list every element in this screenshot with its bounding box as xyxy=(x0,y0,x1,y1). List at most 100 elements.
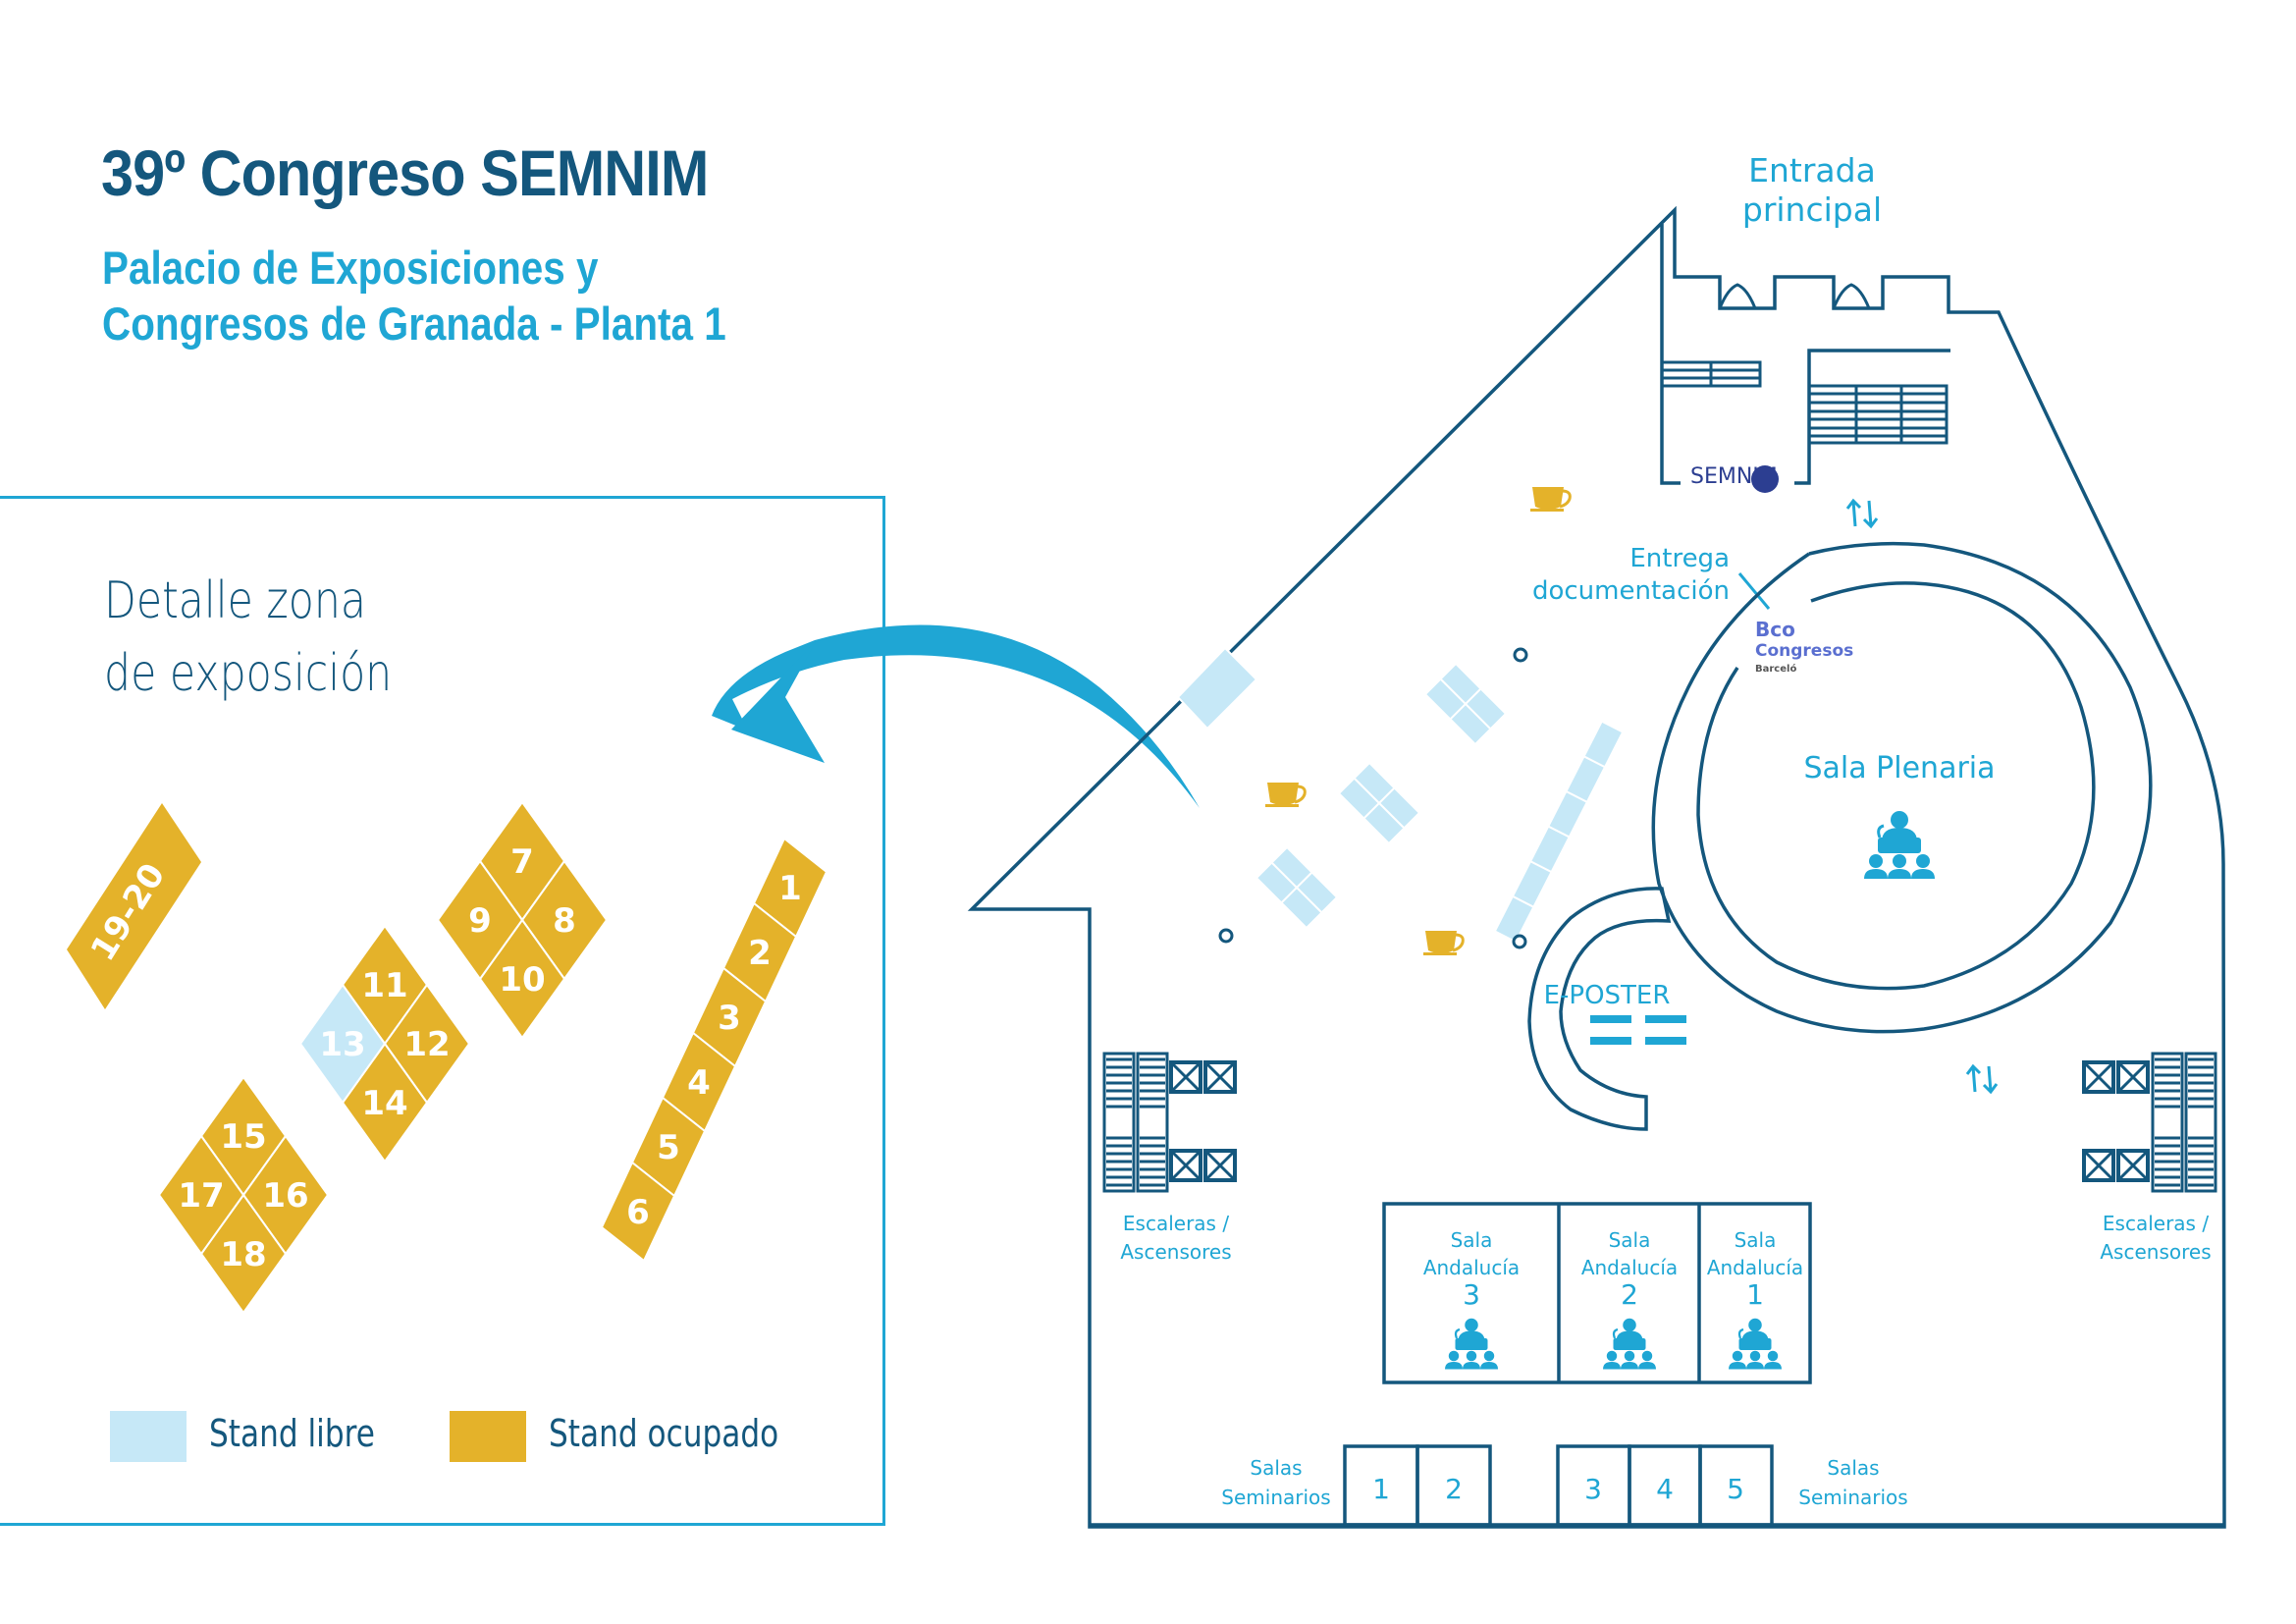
elevator-icon xyxy=(1169,1060,1202,1094)
stand-label: 6 xyxy=(626,1193,650,1232)
registration-label-line-2: documentación xyxy=(1532,576,1730,606)
andalucia-room-number: 2 xyxy=(1621,1278,1638,1311)
seminar-label-right-line-2: Seminarios xyxy=(1798,1486,1907,1509)
detail-title-line-2: de exposición xyxy=(104,644,393,703)
entrance-stairs xyxy=(1660,360,1949,445)
bco-congresos-logo: Bco Congresos Barceló xyxy=(1755,618,1853,675)
stand-label: 2 xyxy=(748,934,772,973)
exhibition-detail-panel xyxy=(0,496,885,1526)
seminar-room-number: 3 xyxy=(1584,1473,1602,1505)
stairs-left-label-line-1: Escaleras / xyxy=(1123,1212,1229,1235)
left-stair-treads xyxy=(1106,1057,1165,1187)
andalucia-room-label: Sala xyxy=(1609,1228,1651,1252)
venue-subtitle-line-2: Congresos de Granada - Planta 1 xyxy=(102,298,726,350)
andalucia-room-label: Andalucía xyxy=(1423,1256,1520,1279)
stand-label: 10 xyxy=(499,960,545,1000)
cafe-icon xyxy=(1263,781,1307,809)
legend-label-occupied: Stand ocupado xyxy=(549,1412,779,1455)
stand-label: 16 xyxy=(262,1176,308,1216)
stand-label: 7 xyxy=(510,842,534,882)
andalucia-room-label: Sala xyxy=(1451,1228,1493,1252)
audience-icon xyxy=(1601,1317,1658,1371)
stand-label: 13 xyxy=(319,1025,365,1064)
registration-label-line-1: Entrega xyxy=(1629,544,1730,573)
legend-swatch-occupied xyxy=(450,1411,526,1462)
cafe-icon xyxy=(1528,485,1572,514)
stand-label: 5 xyxy=(657,1128,680,1167)
svg-text:Barceló: Barceló xyxy=(1755,663,1796,675)
map-exhibition-stands xyxy=(1176,646,1625,944)
left-stairs xyxy=(1102,1052,1169,1193)
legend-swatch-free xyxy=(110,1411,187,1462)
entrance-doors xyxy=(1718,283,1871,309)
legend-label-free: Stand libre xyxy=(209,1412,375,1455)
seminar-label-left-line-1: Salas xyxy=(1250,1456,1302,1480)
stand-label: 11 xyxy=(361,966,407,1005)
stand-label: 17 xyxy=(178,1176,224,1216)
columns xyxy=(1218,647,1528,949)
elevator-icon xyxy=(1203,1060,1237,1094)
stand-label: 15 xyxy=(220,1117,266,1157)
svg-text:Bco: Bco xyxy=(1755,618,1795,641)
stand-label: 9 xyxy=(468,901,492,941)
escalator-arrows-icon xyxy=(1965,1063,1999,1095)
stand-label: 14 xyxy=(361,1084,407,1123)
entrance-label-line-1: Entrada xyxy=(1748,151,1876,189)
andalucia-room-number: 3 xyxy=(1463,1278,1480,1311)
stand-9 xyxy=(436,859,524,981)
plenary-audience-icon xyxy=(1862,809,1937,881)
seminar-label-left-line-2: Seminarios xyxy=(1221,1486,1330,1509)
venue-subtitle-line-1: Palacio de Exposiciones y xyxy=(102,242,599,294)
plenary-room-outline xyxy=(1651,541,2153,1034)
elevator-icon xyxy=(2082,1149,2115,1182)
cafe-icon xyxy=(1421,929,1465,957)
building-outline xyxy=(967,205,2226,1529)
detail-title-line-1: Detalle zona xyxy=(104,571,367,630)
stairs-right-label-line-2: Ascensores xyxy=(2100,1240,2211,1264)
andalucia-room-number: 1 xyxy=(1746,1278,1764,1311)
elevator-icon xyxy=(1203,1149,1237,1182)
andalucia-room-label: Andalucía xyxy=(1581,1256,1678,1279)
semnim-logo: SEMNIM xyxy=(1690,464,1779,493)
seminar-room-number: 2 xyxy=(1445,1473,1463,1505)
plenary-room-label: Sala Plenaria xyxy=(1803,751,1995,785)
eposter-outline xyxy=(1527,887,1672,1131)
elevator-icon xyxy=(1169,1149,1202,1182)
stand-label: 18 xyxy=(220,1235,266,1274)
right-stairs xyxy=(2151,1052,2217,1193)
seminar-rooms-outline xyxy=(1090,1444,2224,1527)
audience-icon xyxy=(1727,1317,1784,1371)
svg-text:Congresos: Congresos xyxy=(1755,641,1853,661)
stairs-left-label-line-2: Ascensores xyxy=(1120,1240,1231,1264)
stand-label: 8 xyxy=(553,901,576,941)
seminar-room-number: 5 xyxy=(1727,1473,1744,1505)
andalucia-room-label: Andalucía xyxy=(1707,1256,1803,1279)
seminar-label-right-line-1: Salas xyxy=(1827,1456,1879,1480)
audience-icon xyxy=(1443,1317,1500,1371)
stand-label: 1 xyxy=(778,869,802,908)
elevator-icon xyxy=(2082,1060,2115,1094)
stand-6 xyxy=(600,1161,676,1263)
andalucia-rooms-outline xyxy=(1382,1202,1812,1384)
registration-pointer xyxy=(1737,572,1771,610)
seminar-room-number: 4 xyxy=(1656,1473,1674,1505)
eposter-label: E-POSTER xyxy=(1544,981,1671,1010)
right-stair-treads xyxy=(2155,1057,2214,1187)
stand-13 xyxy=(298,983,387,1105)
eposter-screens-icon xyxy=(1590,1015,1686,1045)
stand-label: 4 xyxy=(687,1063,711,1103)
elevator-icon xyxy=(2116,1149,2150,1182)
stand-label: 12 xyxy=(403,1025,450,1064)
andalucia-room-label: Sala xyxy=(1735,1228,1777,1252)
stand-17 xyxy=(157,1134,245,1256)
page-title: 39º Congreso SEMNIM xyxy=(101,136,709,209)
arrow-to-detail-icon xyxy=(712,624,1200,808)
stand-label: 3 xyxy=(718,999,741,1038)
stairs-right-label-line-1: Escaleras / xyxy=(2103,1212,2209,1235)
elevator-icon xyxy=(2116,1060,2150,1094)
seminar-room-number: 1 xyxy=(1372,1473,1390,1505)
stand-19-20 xyxy=(67,803,201,1009)
escalator-arrows-icon xyxy=(1845,498,1879,529)
